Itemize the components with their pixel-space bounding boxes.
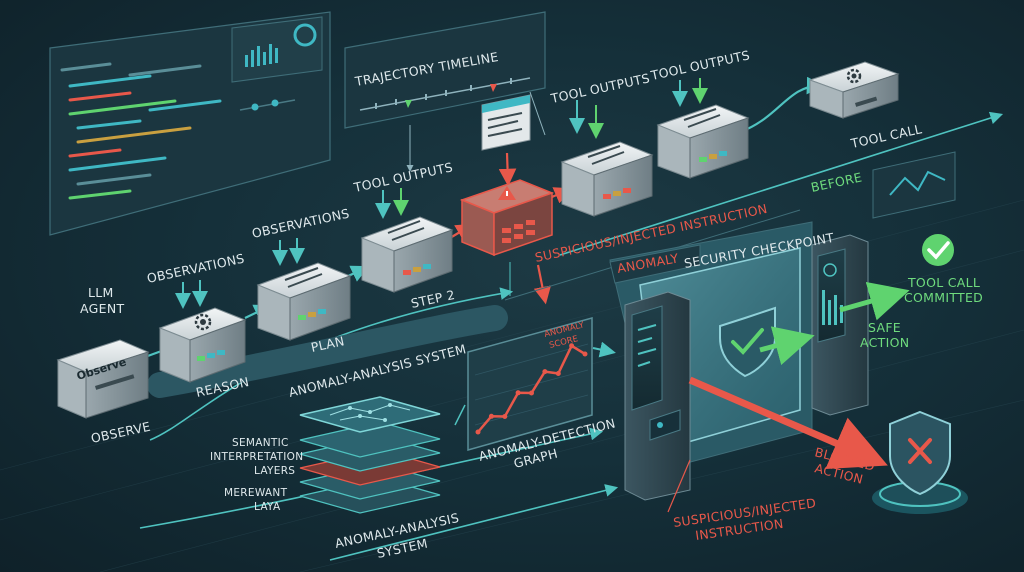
tool-outputs-label-2: TOOL OUTPUTS	[549, 70, 652, 106]
observe-module: Observe	[56, 339, 150, 419]
observe-label: OBSERVE	[90, 419, 152, 446]
llm-agent-label-2: AGENT	[80, 301, 124, 316]
anomaly-graph-point	[515, 390, 521, 396]
tool-outputs-label-3: TOOL OUTPUTS	[649, 47, 752, 83]
security-checkpoint	[609, 221, 869, 501]
timeline-marker-icon	[405, 100, 412, 108]
code-panel	[49, 11, 331, 236]
merewant-label-1: MEREWANT	[224, 487, 288, 499]
semantic-layers-stack	[299, 396, 441, 514]
anomaly-graph-point	[582, 351, 588, 357]
shield-x-icon	[872, 410, 968, 514]
tool-call-module	[808, 61, 900, 119]
blocked-action-arrow	[688, 376, 888, 470]
output-module-1	[560, 141, 654, 217]
observations-label-2: OBSERVATIONS	[251, 206, 351, 241]
suspicious-module	[459, 179, 555, 257]
trajectory-timeline-panel: TRAJECTORY TIMELINE	[344, 11, 546, 129]
anomaly-graph-point	[488, 413, 494, 419]
semantic-label-1: SEMANTIC	[232, 437, 289, 449]
step2-module	[360, 216, 454, 293]
anomaly-graph-point	[529, 390, 534, 396]
warning-icon	[498, 186, 516, 200]
semantic-label-3: LAYERS	[254, 465, 295, 477]
tool-call-committed-label-1: TOOL CALL	[907, 275, 980, 290]
tool-call-committed-label-2: COMMITTED	[904, 290, 983, 305]
anomaly-graph-point	[475, 429, 481, 435]
llm-agent-label-1: LLM	[88, 285, 114, 300]
anomaly-graph-point	[569, 343, 575, 349]
anomaly-graph-point	[555, 371, 561, 376]
reason-module	[158, 307, 247, 383]
safe-action-label-2: ACTION	[860, 335, 909, 350]
plan-label: PLAN	[310, 333, 346, 355]
tool-call-label: TOOL CALL	[849, 121, 924, 151]
timeline-alert-icon	[490, 84, 497, 92]
merewant-label-2: LAYA	[254, 501, 281, 513]
anomaly-graph-point	[502, 414, 508, 419]
observations-label-1: OBSERVATIONS	[146, 251, 246, 286]
anomaly-graph-point	[542, 369, 548, 375]
analysis-band	[147, 305, 508, 398]
check-circle-icon	[922, 234, 954, 266]
before-panel	[872, 151, 956, 219]
injected-document-card	[481, 94, 531, 151]
gear-icon	[194, 313, 212, 331]
output-module-2	[656, 104, 750, 179]
safe-action-label-1: SAFE	[868, 320, 901, 335]
plan-module	[256, 262, 352, 341]
anomaly-detection-graph	[467, 317, 593, 451]
safe-action-arrow	[839, 281, 910, 321]
gear-icon	[846, 68, 862, 84]
input-arrows	[175, 78, 708, 309]
semantic-label-2: INTERPRETATION	[210, 451, 303, 463]
tool-outputs-label-1: TOOL OUTPUTS	[352, 159, 455, 195]
